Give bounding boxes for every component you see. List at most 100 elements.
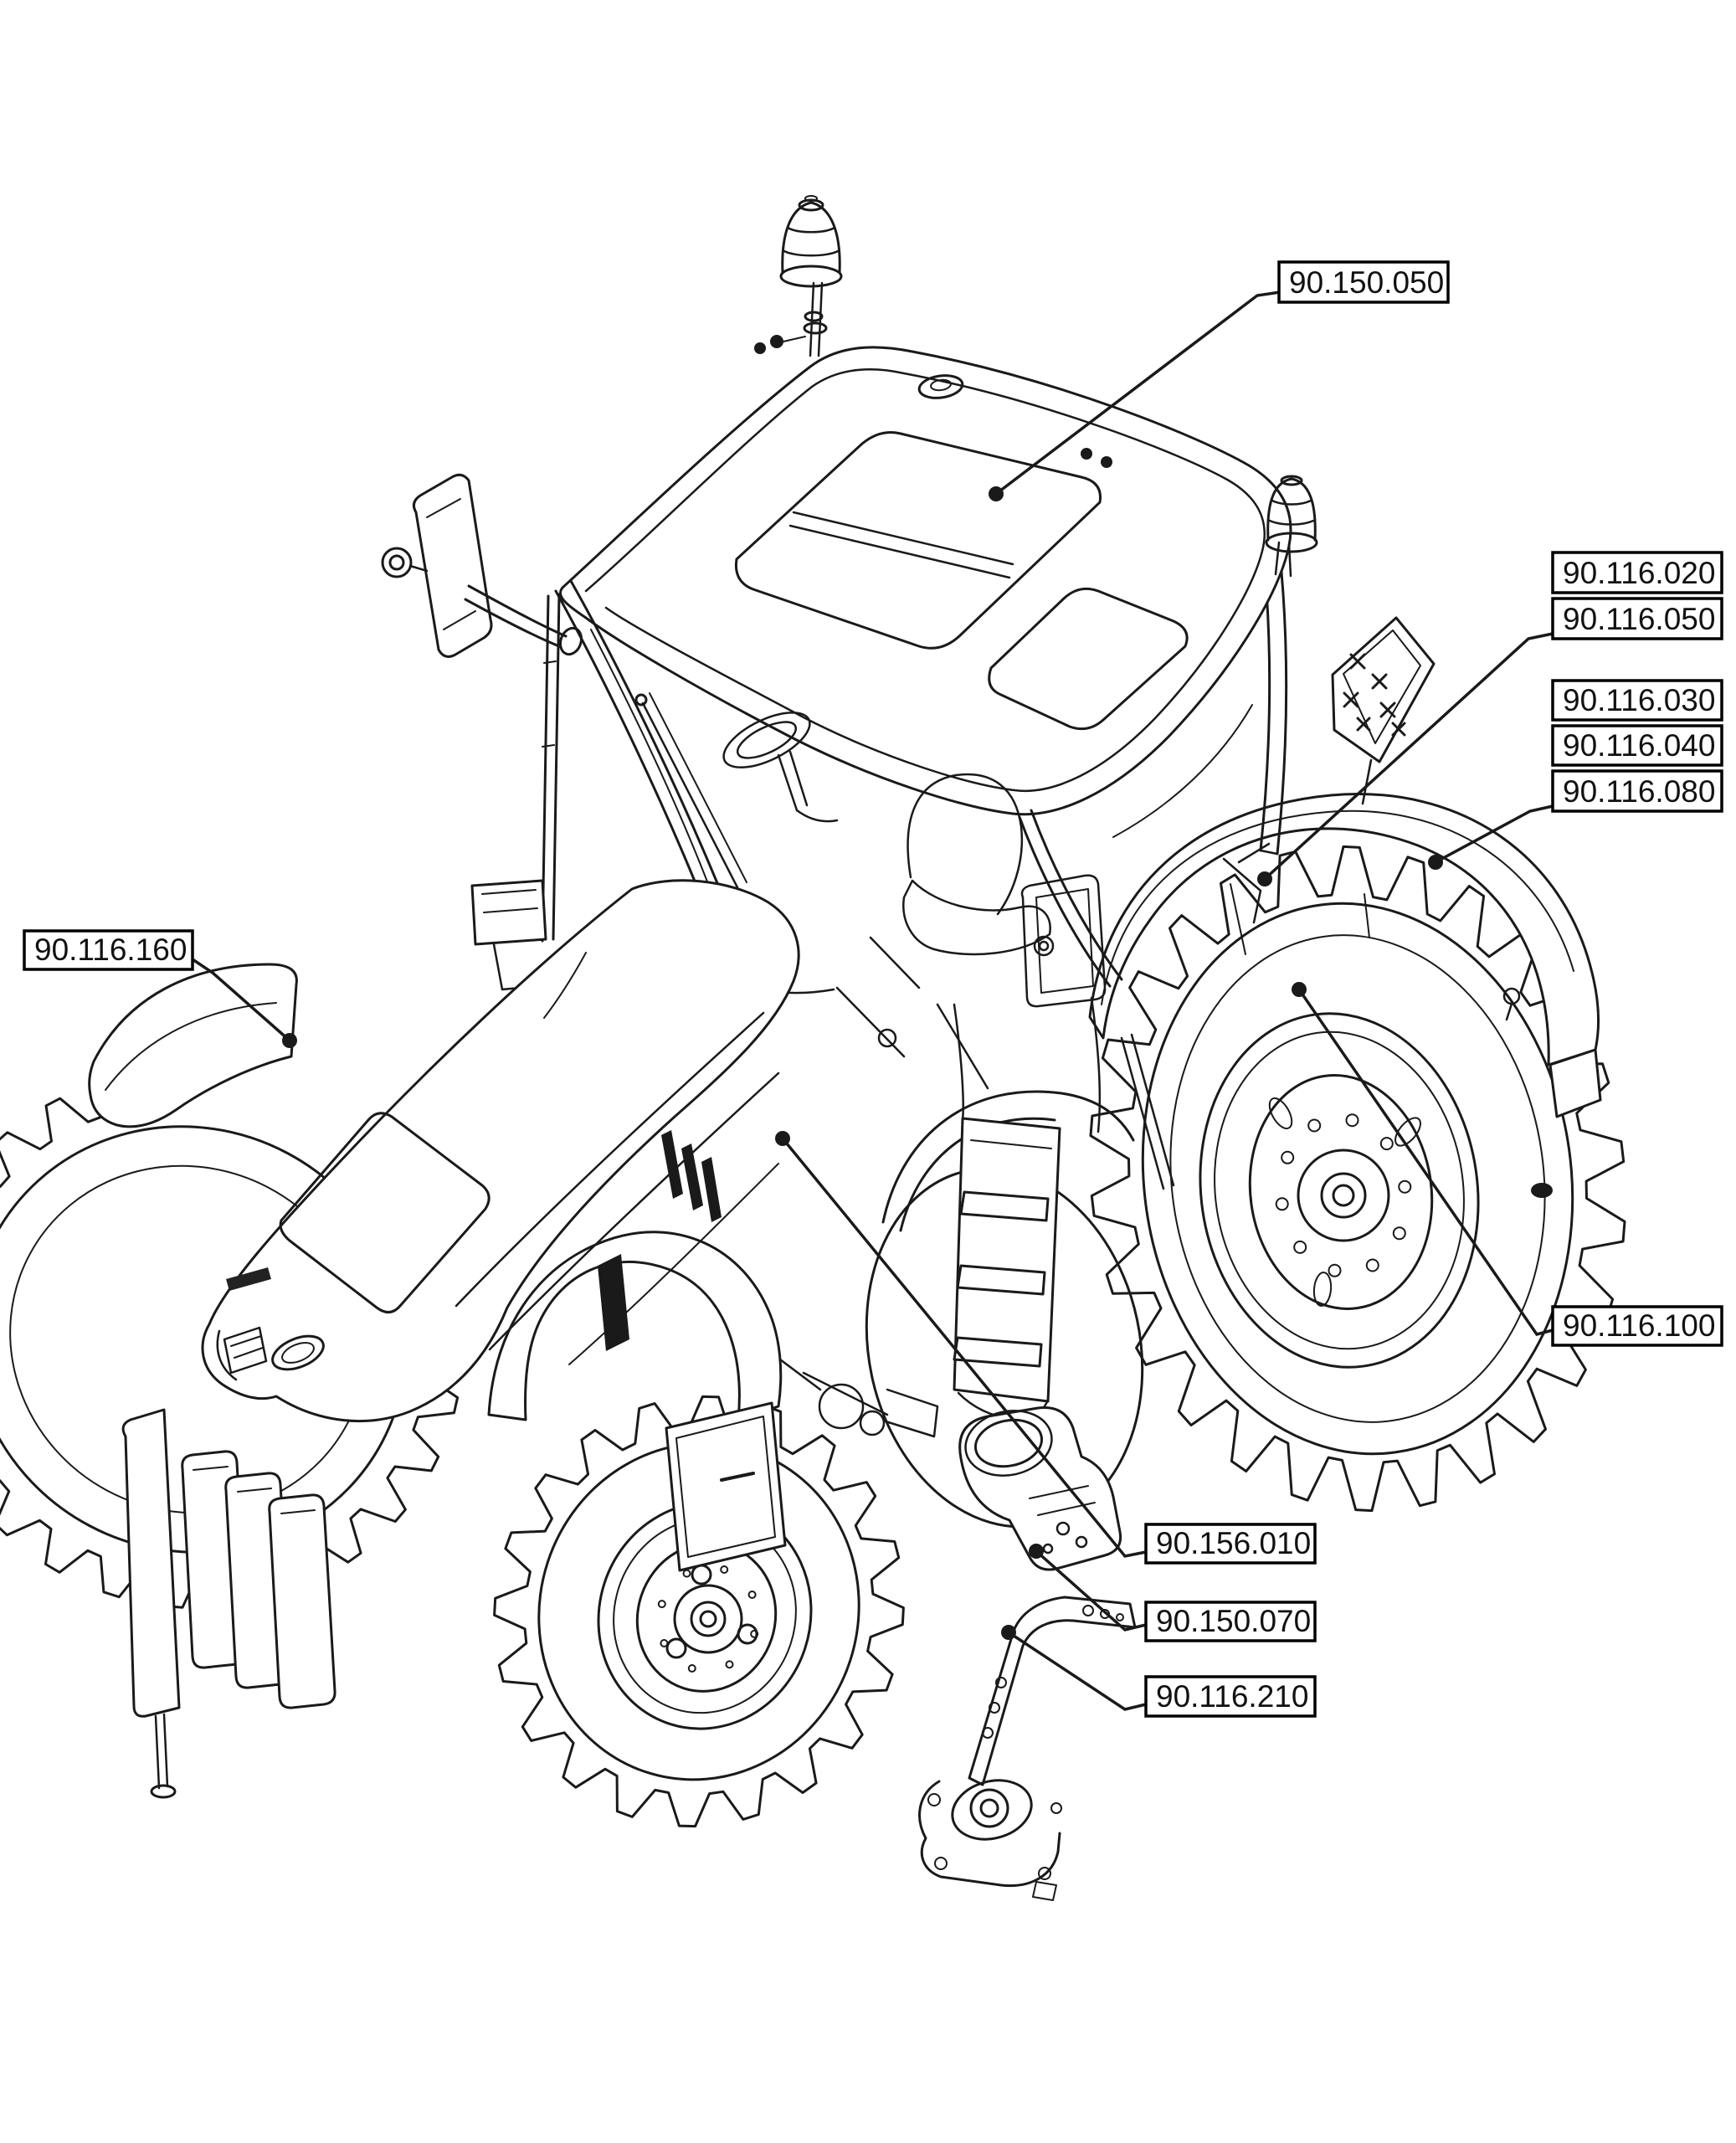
wheel-bolt — [1293, 1240, 1307, 1254]
part-label[interactable]: 90.116.080 — [1551, 769, 1723, 813]
front-right-fender — [487, 1231, 787, 1572]
part-number[interactable]: 90.116.160 — [34, 933, 187, 967]
part-label-box[interactable] — [1551, 551, 1723, 594]
pole-bracket — [470, 879, 547, 946]
leader-line — [994, 290, 1281, 496]
leader-dot — [1257, 871, 1272, 886]
drawbar-bracket-part — [958, 1406, 1122, 1571]
wheel-bolt — [750, 1629, 759, 1638]
cab-interior — [722, 712, 1107, 1090]
slow-vehicle-sign — [1331, 616, 1436, 805]
side-mirror — [381, 473, 583, 658]
part-label-box[interactable] — [1144, 1601, 1317, 1642]
leader-line — [1035, 1549, 1147, 1632]
cab — [470, 346, 1292, 1090]
front-hub — [673, 1584, 743, 1654]
leader-dot — [1292, 982, 1307, 997]
rear-hub — [1297, 1149, 1390, 1242]
leader-dot — [775, 1131, 790, 1146]
wheel-bolt — [1392, 1226, 1406, 1241]
part-number[interactable]: 90.156.010 — [1156, 1526, 1311, 1560]
part-number[interactable]: 90.116.210 — [1156, 1679, 1308, 1714]
rear-console — [1020, 874, 1107, 1008]
part-number[interactable]: 90.116.020 — [1563, 556, 1715, 590]
leader-dot — [1029, 1544, 1044, 1559]
leader-dot — [1428, 855, 1443, 870]
headlight — [271, 1334, 325, 1371]
part-label-box[interactable] — [1277, 260, 1450, 304]
part-label[interactable]: 90.116.030 — [1551, 679, 1723, 722]
part-label-box[interactable] — [1144, 1523, 1317, 1565]
brand-logo — [226, 1267, 271, 1291]
part-label-box[interactable] — [1551, 1305, 1723, 1347]
hood-vents — [598, 1130, 722, 1351]
mirror-arm — [464, 584, 568, 648]
leader-line — [1435, 804, 1554, 864]
tractor-illustration — [0, 195, 1626, 1901]
leader-line — [781, 1137, 1147, 1558]
wheel-bolt — [725, 1660, 734, 1669]
front-weights — [121, 1408, 336, 1799]
cab-steps — [953, 996, 1175, 1420]
part-number[interactable]: 90.116.050 — [1563, 602, 1715, 636]
front-mudflap — [665, 1401, 787, 1572]
hub-mark — [1531, 1183, 1553, 1198]
mirror-head — [412, 473, 493, 658]
wheel-bolt — [1307, 1118, 1322, 1133]
part-number[interactable]: 90.150.070 — [1156, 1604, 1311, 1638]
wheel-bolt — [747, 1591, 757, 1599]
part-label[interactable]: 90.150.050 — [1277, 260, 1450, 304]
part-label-box[interactable] — [1144, 1675, 1317, 1718]
part-label[interactable]: 90.156.010 — [1144, 1523, 1317, 1565]
rear-rim — [1199, 1012, 1480, 1369]
steering-wheel — [722, 712, 811, 768]
tire-tread — [1089, 845, 1626, 1513]
part-number[interactable]: 90.116.100 — [1563, 1308, 1715, 1343]
part-label[interactable]: 90.116.100 — [1551, 1305, 1723, 1347]
part-label[interactable]: 90.116.050 — [1551, 597, 1723, 640]
roof-cap — [917, 374, 964, 399]
part-label[interactable]: 90.116.020 — [1551, 551, 1723, 594]
part-number[interactable]: 90.116.080 — [1563, 774, 1715, 809]
support-arm-part — [918, 1596, 1137, 1901]
part-label[interactable]: 90.116.160 — [23, 929, 194, 971]
hood-inset-panel — [279, 1112, 490, 1313]
wiper — [641, 701, 742, 894]
leader-dot — [282, 1033, 297, 1048]
seat-back — [907, 773, 1024, 916]
mirror-knob — [381, 547, 413, 578]
part-number[interactable]: 90.150.050 — [1289, 265, 1444, 300]
wheel-bolt — [1275, 1197, 1289, 1211]
hood — [201, 879, 800, 1422]
leader-dot — [989, 486, 1004, 501]
grille — [223, 1326, 268, 1375]
leader-line — [1297, 989, 1554, 1337]
part-label[interactable]: 90.116.210 — [1144, 1675, 1317, 1718]
part-label[interactable]: 90.150.070 — [1144, 1601, 1317, 1642]
wheel-bolt — [660, 1639, 669, 1647]
wheel-bolt — [1345, 1113, 1359, 1128]
leader-line — [1008, 1631, 1147, 1711]
part-label-box[interactable] — [23, 929, 194, 971]
part-label-box[interactable] — [1551, 679, 1723, 722]
wheel-bolt — [657, 1600, 666, 1609]
wheel-bolt — [682, 1569, 691, 1578]
leader-line — [192, 958, 291, 1042]
latch-knob — [1033, 935, 1055, 957]
part-label-box[interactable] — [1551, 769, 1723, 813]
part-number[interactable]: 90.116.030 — [1563, 683, 1715, 717]
wheel-bolt — [720, 1565, 729, 1574]
rear-fender — [1088, 793, 1602, 1118]
roof-rear-window — [988, 587, 1189, 731]
wheel-bolt — [687, 1664, 696, 1673]
part-label-box[interactable] — [1551, 597, 1723, 640]
wheel-bolt — [1379, 1137, 1394, 1151]
beacon-light-right — [1265, 475, 1318, 578]
antenna-knob — [1081, 448, 1092, 460]
part-number[interactable]: 90.116.040 — [1563, 728, 1715, 763]
part-label[interactable]: 90.116.040 — [1551, 724, 1723, 767]
part-label-box[interactable] — [1551, 724, 1723, 767]
